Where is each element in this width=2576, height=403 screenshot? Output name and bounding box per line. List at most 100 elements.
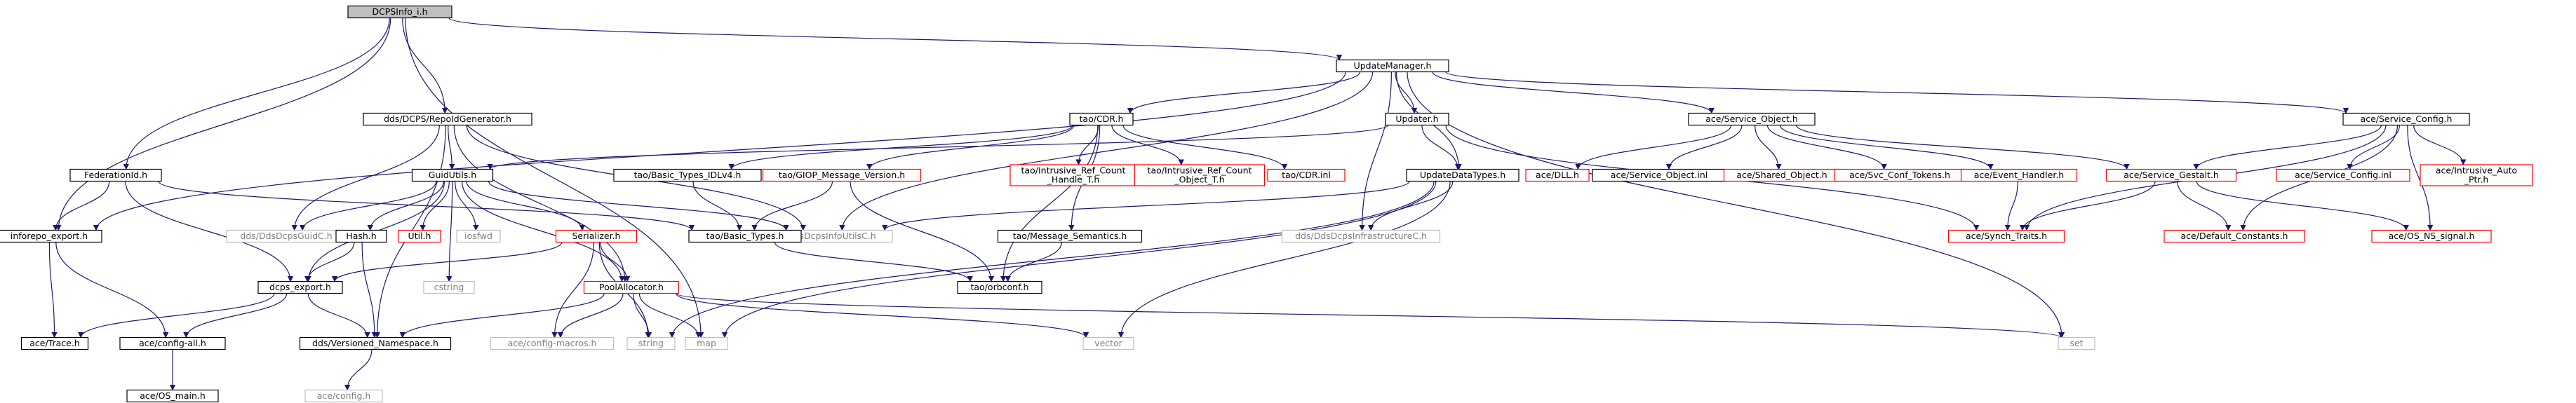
node-ace-config-all[interactable]: ace/config-all.h [119, 336, 226, 350]
edge-ace_service_object-to-ace_event_handler [1779, 125, 1994, 170]
edge-guid_utils-to-cstring [446, 181, 453, 282]
node-update-manager[interactable]: UpdateManager.h [1336, 59, 1449, 73]
node-ace-default-constants[interactable]: ace/Default_Constants.h [2164, 229, 2305, 243]
node-tao-basic-types[interactable]: tao/Basic_Types.h [688, 229, 802, 243]
edge-root-to-federation_id [123, 18, 390, 170]
node-box [1525, 168, 1590, 182]
edge-tao_message_semantics-to-tao_orbconf [1005, 242, 1062, 282]
node-label: ace/Svc_Conf_Tokens.h [1849, 170, 1950, 180]
node-box [2105, 168, 2237, 182]
node-box [1385, 112, 1449, 126]
node-ace-os-main[interactable]: ace/OS_main.h [126, 389, 219, 403]
node-label: ace/Service_Object.inl [1611, 170, 1708, 180]
node-ace-intrusive-auto-ptr[interactable]: ace/Intrusive_Auto_Ptr.h [2420, 164, 2533, 186]
node-federation-id[interactable]: FederationId.h [69, 168, 162, 182]
node-tao-cdr[interactable]: tao/CDR.h [1069, 112, 1134, 126]
edge-federation_id-to-dcps_export [125, 181, 294, 282]
node-dcps-export[interactable]: dcps_export.h [257, 280, 343, 294]
node-box [613, 168, 762, 182]
node-ace-shared-object[interactable]: ace/Shared_Object.h [1723, 168, 1841, 182]
node-label: ace/OS_NS_signal.h [2389, 231, 2475, 241]
node-box [1267, 168, 1346, 182]
node-box [304, 389, 383, 403]
edge-update_manager-to-ace_service_config [1445, 71, 2349, 114]
node-label: inforepo_export.h [11, 231, 88, 241]
node-label: ace/DLL.h [1536, 170, 1579, 180]
edge-update_manager-to-tao_cdr [1127, 71, 1361, 114]
node-ace-service-object-inl[interactable]: ace/Service_Object.inl [1592, 168, 1726, 182]
node-ace-service-config[interactable]: ace/Service_Config.h [2342, 112, 2470, 126]
node-map: map [685, 336, 728, 350]
node-ace-trace[interactable]: ace/Trace.h [20, 336, 89, 350]
node-ace-dll[interactable]: ace/DLL.h [1525, 168, 1590, 182]
node-label: vector [1094, 338, 1123, 348]
edge-update_manager-to-dds_dcps_infrastructure_c [1359, 71, 1393, 231]
edge-pool_allocator-to-dds_versioned_namespace [399, 293, 605, 339]
node-repoid-generator[interactable]: dds/DCPS/RepoIdGenerator.h [363, 112, 532, 126]
node-tao-cdr-inl[interactable]: tao/CDR.inl [1267, 168, 1346, 182]
node-box [2276, 168, 2410, 182]
node-pool-allocator[interactable]: PoolAllocator.h [583, 280, 680, 294]
node-label: ace/config.h [317, 390, 371, 401]
node-label: ace/config-macros.h [508, 338, 597, 348]
edge-ace_service_config-to-ace_service_gestalt [2193, 125, 2382, 170]
node-label: dds/Versioned_Namespace.h [312, 338, 438, 348]
edge-pool_allocator-to-ace_config_macros [557, 293, 624, 339]
edge-update_manager-to-ace_service_object [1432, 71, 1715, 114]
node-label: ace/Service_Gestalt.h [2124, 170, 2219, 180]
node-label: ace/Shared_Object.h [1736, 170, 1827, 180]
node-label: Util.h [408, 231, 431, 241]
node-ace-service-config-inl[interactable]: ace/Service_Config.inl [2276, 168, 2410, 182]
edge-dds_versioned_namespace-to-ace_config [344, 349, 373, 391]
node-tao-giop-message-version[interactable]: tao/GIOP_Message_Version.h [762, 168, 922, 182]
node-box [423, 280, 475, 294]
node-ace-svc-conf-tokens[interactable]: ace/Svc_Conf_Tokens.h [1834, 168, 1966, 182]
node-box [1960, 168, 2078, 182]
node-tao-basic-types-idlv4[interactable]: tao/Basic_Types_IDLv4.h [613, 168, 762, 182]
node-box [2420, 164, 2533, 186]
node-ace-os-ns-signal[interactable]: ace/OS_NS_signal.h [2371, 229, 2492, 243]
node-box [119, 336, 226, 350]
node-box [1069, 112, 1134, 126]
edge-hash-to-dcps_export [304, 242, 355, 282]
node-box [299, 336, 452, 350]
node-dds-versioned-namespace[interactable]: dds/Versioned_Namespace.h [299, 336, 452, 350]
node-label: DCPSInfo_i.h [372, 6, 427, 17]
node-root[interactable]: DCPSInfo_i.h [347, 5, 452, 19]
edge-ace_service_gestalt-to-ace_default_constants [2177, 181, 2232, 231]
node-box [335, 229, 387, 243]
node-label: tao/CDR.inl [1282, 170, 1331, 180]
node-iosfwd: iosfwd [456, 229, 501, 243]
edge-tao_cdr-to-tao_orbconf [1000, 125, 1099, 282]
node-ace-synch-traits[interactable]: ace/Synch_Traits.h [1947, 229, 2065, 243]
edge-pool_allocator-to-vector [675, 293, 1089, 339]
edge-tao_basic_types-to-tao_orbconf [774, 242, 973, 282]
node-guid-utils[interactable]: GuidUtils.h [411, 168, 494, 182]
node-update-data-types[interactable]: UpdateDataTypes.h [1406, 168, 1520, 182]
node-serializer[interactable]: Serializer.h [555, 229, 638, 243]
node-updater[interactable]: Updater.h [1385, 112, 1449, 126]
edge-ace_service_object-to-ace_service_gestalt [1795, 125, 2130, 170]
node-tao-intrusive-ref-count-object[interactable]: tao/Intrusive_Ref_Count_Object_T.h [1134, 164, 1266, 186]
edge-dcps_export-to-ace_trace [78, 293, 275, 339]
node-label: dcps_export.h [269, 282, 331, 292]
edge-guid_utils-to-dds_dcps_guid_c [299, 181, 437, 231]
edge-tao_giop_message_version-to-tao_basic_types [751, 181, 833, 231]
node-label: map [697, 338, 716, 348]
node-inforepo-export[interactable]: inforepo_export.h [0, 229, 102, 243]
dependency-edges [48, 17, 2467, 391]
node-tao-orbconf[interactable]: tao/orbconf.h [957, 280, 1042, 294]
node-label: ace/Synch_Traits.h [1966, 231, 2047, 241]
node-util[interactable]: Util.h [398, 229, 441, 243]
node-hash[interactable]: Hash.h [335, 229, 387, 243]
edge-serializer-to-pool_allocator [600, 242, 631, 282]
node-ace-service-gestalt[interactable]: ace/Service_Gestalt.h [2105, 168, 2237, 182]
edge-update_manager-to-dds_dcps_info_utils_c [839, 71, 1374, 231]
node-ace-service-object[interactable]: ace/Service_Object.h [1688, 112, 1816, 126]
node-ace-event-handler[interactable]: ace/Event_Handler.h [1960, 168, 2078, 182]
node-string: string [626, 336, 676, 350]
node-tao-message-semantics[interactable]: tao/Message_Semantics.h [997, 229, 1143, 243]
edge-root-to-inforepo_export [55, 18, 391, 231]
node-tao-intrusive-ref-count-handle[interactable]: tao/Intrusive_Ref_Count_Handle_T.h [1009, 164, 1137, 186]
node-label: tao/Intrusive_Ref_Count [1148, 165, 1252, 176]
